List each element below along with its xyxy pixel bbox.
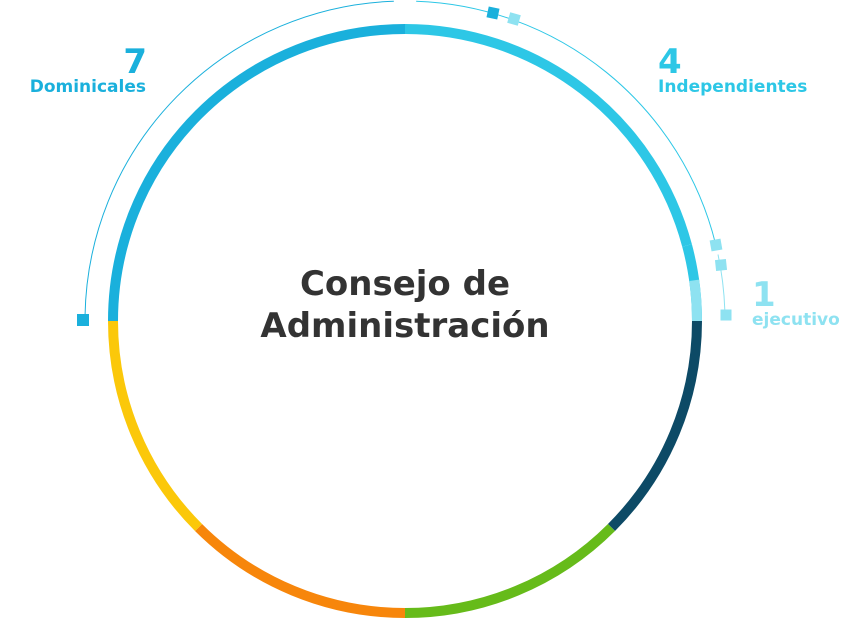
marker-dominicales-top [486,6,500,20]
marker-ejecutivo-top [714,258,728,272]
label-dominicales: 7 Dominicales [18,42,147,97]
main-ring [108,24,702,618]
marker-ejecutivo-end [720,309,732,321]
ring-segment-ejecutivo [689,279,702,322]
label-independientes: 4 Independientes [658,45,807,96]
count-dominicales: 7 [123,42,147,82]
text-independientes: Independientes [658,77,808,97]
marker-dominicales-end [77,314,89,326]
ring-segment-orange [194,523,406,618]
count-independientes: 4 [658,42,682,82]
ring-segment-dark-teal [607,320,702,532]
marker-independientes-top [507,12,521,26]
center-title: Consejo de Administración [205,263,605,347]
ring-segment-yellow [108,320,203,532]
ring-segment-green [404,523,616,618]
markers [77,6,732,326]
ring-segment-independientes-a [404,24,692,247]
center-title-line2: Administración [260,306,550,346]
outer-arc-dominicales [84,0,394,316]
label-ejecutivo: 1 ejecutivo [752,278,840,329]
center-title-line1: Consejo de [299,264,511,304]
outer-arc-independientes [416,0,716,244]
marker-independientes-end [709,238,723,252]
count-ejecutivo: 1 [752,275,776,315]
ring-segment-dominicales [108,24,406,322]
text-dominicales: Dominicales [29,77,146,97]
text-ejecutivo: ejecutivo [752,310,840,330]
